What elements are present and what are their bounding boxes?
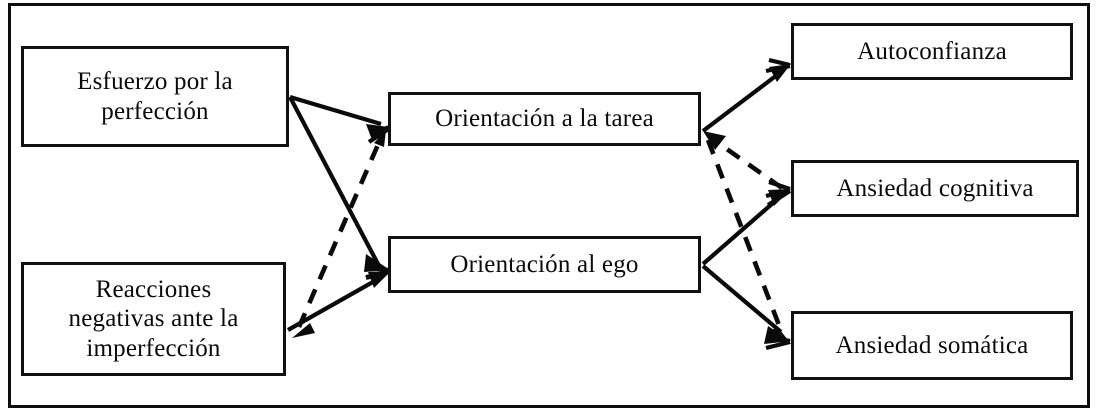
node-ansiedad-cognitiva-label: Ansiedad cognitiva [836,174,1034,202]
node-orientacion-a-la-tarea[interactable]: Orientación a la tarea [388,92,701,146]
node-ansiedad-somatica-label: Ansiedad somática [835,331,1029,359]
node-ansiedad-somatica[interactable]: Ansiedad somática [791,311,1073,380]
node-orientacion-al-ego[interactable]: Orientación al ego [388,236,701,293]
node-autoconfianza-label: Autoconfianza [857,37,1007,65]
node-reacciones-line1: Reacciones [95,275,212,303]
node-reacciones-line3: imperfección [86,334,221,362]
node-tarea-label: Orientación a la tarea [435,105,654,133]
node-reacciones-line2: negativas ante la [68,305,239,333]
node-esfuerzo-line2: perfección [101,97,209,125]
node-autoconfianza[interactable]: Autoconfianza [791,23,1073,80]
node-ansiedad-cognitiva[interactable]: Ansiedad cognitiva [791,160,1079,217]
node-esfuerzo-line1: Esfuerzo por la [77,68,233,95]
node-esfuerzo-por-la-perfeccion[interactable]: Esfuerzo por la perfección [21,46,289,147]
node-reacciones-negativas-ante-la-imperfeccion[interactable]: Reacciones negativas ante la imperfecció… [21,262,286,376]
node-ego-label: Orientación al ego [450,250,639,278]
